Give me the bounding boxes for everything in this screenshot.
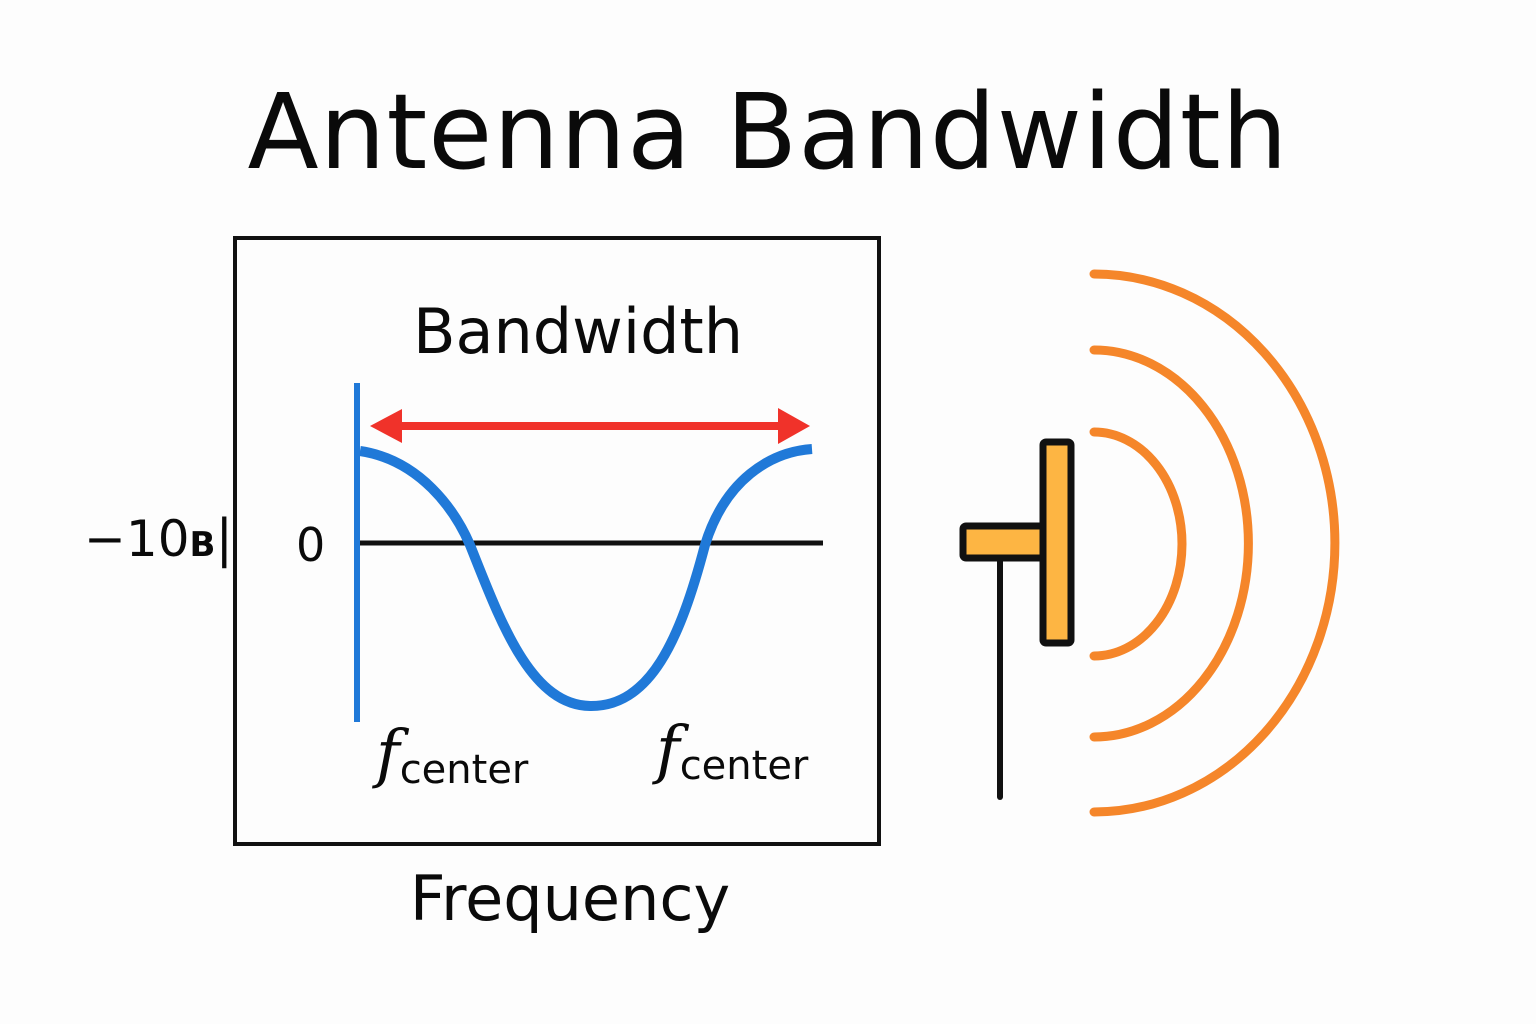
y-axis-value: −10 (84, 510, 190, 568)
wave-inner (1089, 427, 1187, 661)
f-symbol: f (656, 713, 680, 787)
diagram-title: Antenna Bandwidth (247, 71, 1289, 193)
y-axis-bar: | (215, 509, 233, 569)
y-axis-label: −10B| (84, 508, 233, 570)
bandwidth-arrow (370, 408, 810, 444)
f-center-right-label: fcenter (656, 718, 808, 786)
bandwidth-label: Bandwidth (412, 295, 744, 368)
f-subscript: center (679, 743, 809, 789)
arrow-head-right (778, 408, 810, 444)
f-subscript: center (399, 747, 529, 793)
wave-outer (1089, 269, 1340, 817)
radio-waves-icon (1089, 269, 1340, 817)
y-axis-unit: B (189, 525, 216, 565)
plot-frame (233, 236, 881, 846)
antenna-element (1039, 438, 1075, 647)
antenna-icon (959, 438, 1075, 800)
antenna-feed-arm (959, 522, 1047, 562)
f-center-left-label: fcenter (376, 722, 528, 790)
x-axis-label: Frequency (409, 862, 731, 935)
wave-middle (1089, 345, 1253, 742)
return-loss-curve (359, 444, 813, 712)
f-symbol: f (376, 717, 400, 791)
zero-label: 0 (296, 518, 326, 572)
arrow-head-left (370, 409, 402, 443)
